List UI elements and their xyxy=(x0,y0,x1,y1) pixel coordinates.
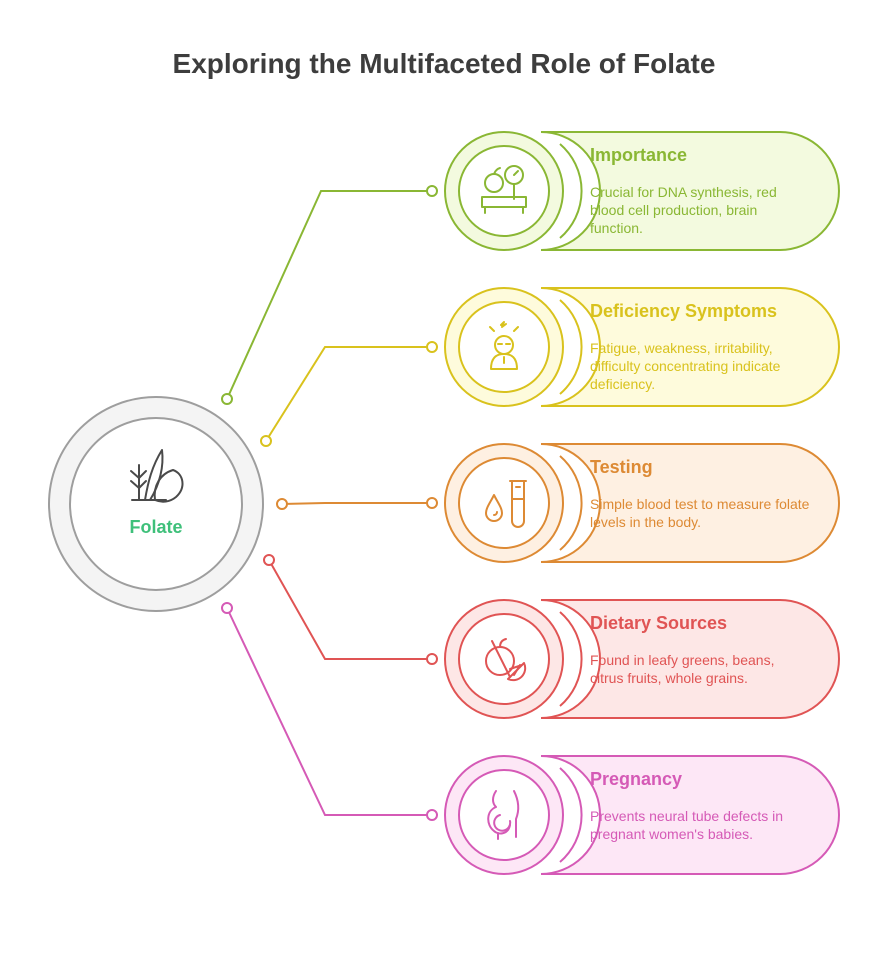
card-description: Simple blood test to measure folate leve… xyxy=(590,496,810,530)
connector-line xyxy=(226,190,427,400)
connector-end-dot xyxy=(426,653,438,665)
connector-line xyxy=(268,559,427,660)
icon-ring-inner xyxy=(458,457,550,549)
icon-ring-inner xyxy=(458,769,550,861)
connector-line xyxy=(226,607,427,816)
card-title: Pregnancy xyxy=(590,769,683,789)
icon-ring-inner xyxy=(458,145,550,237)
card-shape xyxy=(540,443,840,563)
card-description: Found in leafy greens, beans, citrus fru… xyxy=(590,652,775,686)
apple-scale-icon xyxy=(481,165,527,214)
center-node xyxy=(48,396,264,612)
icon-ring-inner xyxy=(458,301,550,393)
connector-start-dot xyxy=(221,393,233,405)
branch-5 xyxy=(221,602,840,875)
connector-line xyxy=(281,502,427,505)
icon-ring-inner xyxy=(458,613,550,705)
card-title: Dietary Sources xyxy=(590,613,728,633)
card-title: Testing xyxy=(590,457,653,477)
plant-leaf-icon xyxy=(130,449,184,503)
card-description: Prevents neural tube defects in pregnant… xyxy=(590,808,784,842)
branch-3 xyxy=(276,443,840,563)
connector-line xyxy=(265,346,427,442)
card-title: Deficiency Symptoms xyxy=(590,301,778,321)
branch-4 xyxy=(263,554,840,719)
card-description: Crucial for DNA synthesis, red blood cel… xyxy=(590,184,777,236)
card-inner-arc xyxy=(559,611,583,707)
connector-end-dot xyxy=(426,185,438,197)
card-inner-arc xyxy=(559,299,583,395)
connector-end-dot xyxy=(426,497,438,509)
pregnant-woman-icon xyxy=(487,790,520,840)
page-title: Exploring the Multifaceted Role of Folat… xyxy=(172,48,716,79)
citrus-fruit-icon xyxy=(485,638,527,682)
connector-end-dot xyxy=(426,341,438,353)
card-inner-arc xyxy=(559,143,583,239)
card-inner-arc xyxy=(559,455,583,551)
connector-start-dot xyxy=(221,602,233,614)
card-description: Fatigue, weakness, irritability, difficu… xyxy=(590,340,781,392)
tired-person-icon xyxy=(489,321,519,370)
card-shape xyxy=(540,755,840,875)
card-inner-arc xyxy=(559,767,583,863)
card-shape xyxy=(540,131,840,251)
branch-1 xyxy=(221,131,840,405)
branch-2 xyxy=(260,287,840,447)
connector-end-dot xyxy=(426,809,438,821)
card-title: Importance xyxy=(590,145,688,165)
card-shape xyxy=(540,287,840,407)
blood-test-tube-icon xyxy=(485,480,527,528)
connector-start-dot xyxy=(260,435,272,447)
connector-start-dot xyxy=(276,498,288,510)
center-label: Folate xyxy=(129,517,183,537)
connector-start-dot xyxy=(263,554,275,566)
card-shape xyxy=(540,599,840,719)
